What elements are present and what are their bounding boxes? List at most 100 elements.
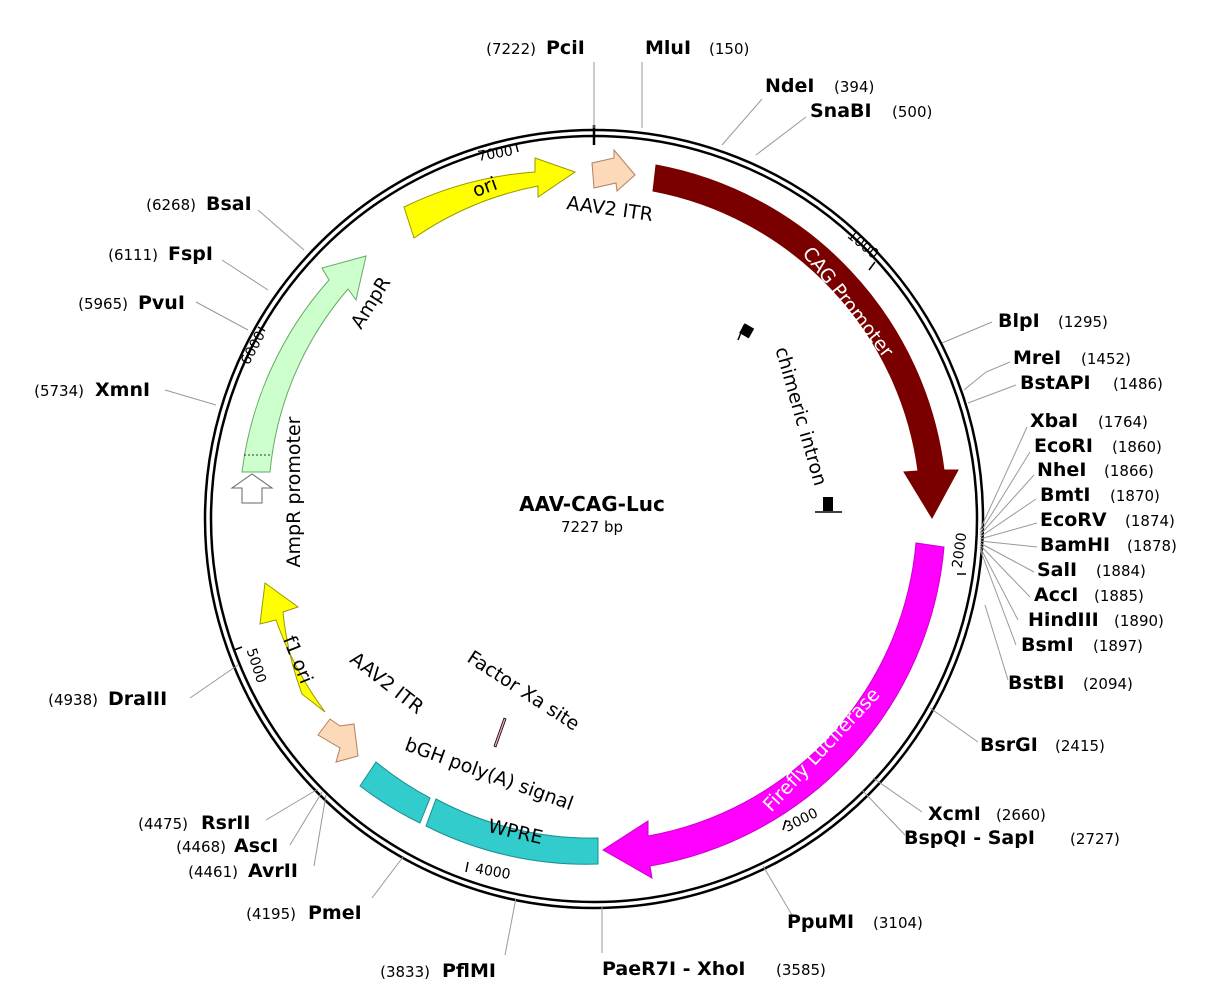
ori-arrow xyxy=(403,157,577,239)
tick-4000: 4000 xyxy=(465,861,512,883)
f1-ori-label: f1 ori xyxy=(278,633,317,687)
svg-text:(5734): (5734) xyxy=(34,382,84,400)
plasmid-size: 7227 bp xyxy=(561,518,623,536)
svg-text:(6268): (6268) xyxy=(146,196,196,214)
svg-text:PpuMI: PpuMI xyxy=(787,911,854,933)
svg-text:EcoRI: EcoRI xyxy=(1034,435,1093,457)
svg-text:2000: 2000 xyxy=(950,532,971,570)
svg-text:NheI: NheI xyxy=(1037,459,1086,481)
tick-1000: 1000 xyxy=(844,227,881,271)
site-hindiii: HindIII (1890) xyxy=(1028,609,1164,631)
site-xcmi: XcmI (2660) xyxy=(872,777,1046,825)
plasmid-name: AAV-CAG-Luc xyxy=(519,492,665,516)
svg-text:(7222): (7222) xyxy=(486,40,536,58)
site-xbai: XbaI (1764) xyxy=(1030,410,1148,432)
svg-text:4000: 4000 xyxy=(474,861,512,883)
cag-promoter-label: CAG Promoter xyxy=(798,243,898,362)
svg-text:(6111): (6111) xyxy=(108,246,158,264)
svg-text:(1870): (1870) xyxy=(1110,487,1160,505)
svg-text:(1486): (1486) xyxy=(1113,375,1163,393)
svg-text:(2094): (2094) xyxy=(1083,675,1133,693)
chimeric-intron-marker xyxy=(737,323,842,513)
bgh-polya-box xyxy=(359,761,431,824)
svg-text:(1897): (1897) xyxy=(1093,637,1143,655)
site-bsai: (6268) BsaI xyxy=(146,193,305,251)
site-avrii: (4461) AvrII xyxy=(188,794,327,882)
svg-text:(1764): (1764) xyxy=(1098,413,1148,431)
site-sali: SalI (1884) xyxy=(1037,559,1146,581)
svg-text:(4468): (4468) xyxy=(176,838,226,856)
svg-text:(4195): (4195) xyxy=(246,905,296,923)
svg-text:BlpI: BlpI xyxy=(998,310,1040,332)
svg-text:PvuI: PvuI xyxy=(138,292,185,314)
site-nhei: NheI (1866) xyxy=(1037,459,1154,481)
tick-2000: 2000 xyxy=(950,532,971,575)
svg-text:SalI: SalI xyxy=(1037,559,1077,581)
ampr-promoter-arrow xyxy=(230,473,274,504)
site-ppumi: PpuMI (3104) xyxy=(762,865,923,933)
factor-xa-site-marker xyxy=(493,717,507,748)
svg-text:BsrGI: BsrGI xyxy=(980,734,1038,756)
svg-text:MreI: MreI xyxy=(1013,347,1061,369)
svg-text:BsaI: BsaI xyxy=(206,193,252,215)
factor-xa-site-label: Factor Xa site xyxy=(463,647,583,736)
site-pcii: (7222) PciI xyxy=(486,37,595,128)
site-ecori: EcoRI (1860) xyxy=(1034,435,1162,457)
svg-text:BstAPI: BstAPI xyxy=(1020,372,1091,394)
site-bstapi: BstAPI (1486) xyxy=(967,372,1163,404)
svg-text:BsmI: BsmI xyxy=(1021,634,1074,656)
svg-text:(4461): (4461) xyxy=(188,863,238,881)
ampr-promoter-label: AmpR promoter xyxy=(283,416,305,567)
svg-text:XmnI: XmnI xyxy=(95,379,150,401)
svg-text:MluI: MluI xyxy=(645,37,691,59)
svg-text:PmeI: PmeI xyxy=(308,902,362,924)
firefly-luciferase-arrow xyxy=(602,542,945,879)
svg-text:XbaI: XbaI xyxy=(1030,410,1078,432)
svg-text:(1874): (1874) xyxy=(1125,512,1175,530)
site-bstbi: BstBI (2094) xyxy=(1008,672,1133,694)
f1-ori-arrow xyxy=(259,582,326,713)
svg-text:BstBI: BstBI xyxy=(1008,672,1064,694)
chimeric-intron-label: chimeric intron xyxy=(770,344,831,488)
svg-text:HindIII: HindIII xyxy=(1028,609,1099,631)
svg-text:(1885): (1885) xyxy=(1094,587,1144,605)
svg-text:PciI: PciI xyxy=(546,37,585,59)
svg-text:(1890): (1890) xyxy=(1114,612,1164,630)
site-draiii: (4938) DraIII xyxy=(48,664,239,710)
svg-text:(2660): (2660) xyxy=(996,806,1046,824)
svg-text:(500): (500) xyxy=(892,103,932,121)
site-blpi: BlpI (1295) xyxy=(941,310,1108,344)
svg-text:(3833): (3833) xyxy=(380,963,430,981)
svg-text:(394): (394) xyxy=(834,78,874,96)
site-paer7i-xhoi: PaeR7I - XhoI (3585) xyxy=(601,906,826,980)
svg-text:AccI: AccI xyxy=(1034,584,1078,606)
aav2-itr-top-arrow xyxy=(591,148,636,193)
svg-text:BamHI: BamHI xyxy=(1040,534,1110,556)
site-bsmi: BsmI (1897) xyxy=(1021,634,1143,656)
svg-text:NdeI: NdeI xyxy=(765,75,814,97)
svg-text:BspQI - SapI: BspQI - SapI xyxy=(904,827,1035,849)
site-bmti: BmtI (1870) xyxy=(1040,484,1160,506)
svg-text:(3104): (3104) xyxy=(873,914,923,932)
svg-text:(4475): (4475) xyxy=(138,815,188,833)
site-xmni: (5734) XmnI xyxy=(34,379,217,406)
svg-text:(5965): (5965) xyxy=(78,295,128,313)
site-pvui: (5965) PvuI xyxy=(78,292,249,331)
svg-text:(3585): (3585) xyxy=(776,961,826,979)
aav2-itr-bottom-label: AAV2 ITR xyxy=(346,648,428,719)
svg-text:PaeR7I - XhoI: PaeR7I - XhoI xyxy=(602,958,745,980)
site-bspqi-sapi: BspQI - SapI (2727) xyxy=(861,789,1120,849)
svg-text:FspI: FspI xyxy=(168,243,213,265)
cag-promoter-arrow xyxy=(652,164,959,520)
ampr-arrow xyxy=(241,255,367,473)
site-ndei: NdeI (394) xyxy=(721,75,874,146)
svg-text:(150): (150) xyxy=(709,40,749,58)
svg-text:XcmI: XcmI xyxy=(928,803,981,825)
site-acci: AccI (1885) xyxy=(1034,584,1144,606)
site-bsrgi: BsrGI (2415) xyxy=(929,707,1105,756)
svg-text:AvrII: AvrII xyxy=(248,860,298,882)
svg-text:AscI: AscI xyxy=(234,835,278,857)
svg-text:BmtI: BmtI xyxy=(1040,484,1090,506)
site-asci: (4468) AscI xyxy=(176,791,323,857)
